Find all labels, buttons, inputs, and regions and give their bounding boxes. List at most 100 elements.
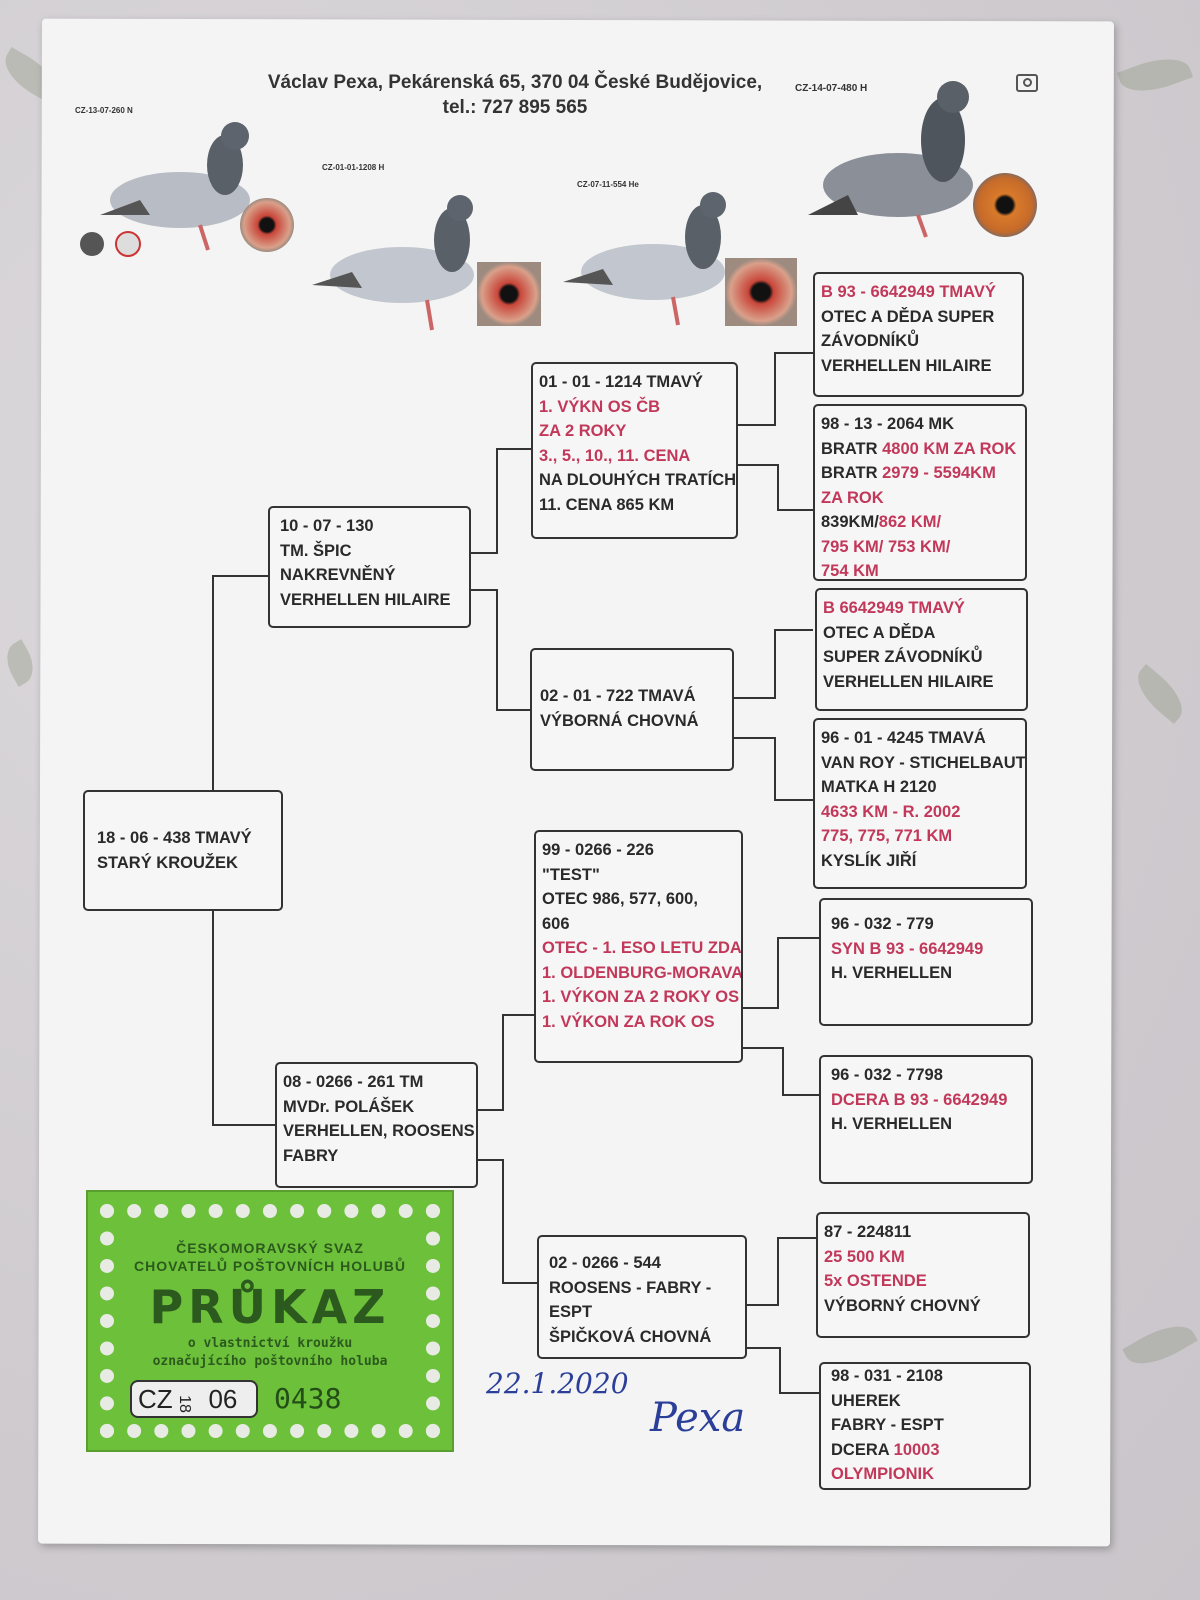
highlight-text: 25 500 KM [824,1247,905,1266]
highlight-text: B 93 - 6642949 TMAVÝ [821,283,996,301]
pedigree-text: VÝBORNÁ CHOVNÁ [540,711,699,730]
pedigree-text: VERHELLEN HILAIRE [823,672,994,691]
pedigree-text: VERHELLEN HILAIRE [821,356,992,375]
ring-club: 06 [208,1384,238,1414]
pedigree-text: ESPT [549,1303,593,1321]
pedigree-text: "TEST" [542,865,600,884]
pedigree-line: 775, 775, 771 KM [821,824,1021,849]
highlight-text: 3., 5., 10., 11. CENA [539,446,691,465]
pedigree-line: 08 - 0266 - 261 TM [283,1070,472,1095]
pedigree-line: KYSLÍK JIŘÍ [821,849,1021,874]
pedigree-box-pigeon: 18 - 06 - 438 TMAVÝ STARÝ KROUŽEK [83,790,283,911]
pedigree-text: NAKREVNĚNÝ [280,566,396,584]
pedigree-text: UHEREK [831,1391,901,1410]
pedigree-text: VERHELLEN, ROOSENS [283,1122,475,1140]
highlight-text: 795 KM/ 753 KM/ [821,537,951,556]
pedigree-line: FABRY - ESPT [831,1413,1025,1438]
pedigree-box-dam-sire: 99 - 0266 - 226"TEST"OTEC 986, 577, 600,… [534,830,743,1063]
pedigree-line: 5x OSTENDE [824,1269,1024,1294]
pedigree-text: 87 - 224811 [824,1223,912,1241]
pedigree-line: ROOSENS - FABRY - [549,1276,741,1301]
pedigree-text: FABRY - ESPT [831,1416,944,1434]
pedigree-line: B 93 - 6642949 TMAVÝ [821,280,1018,305]
highlight-text: 754 KM [821,562,879,580]
highlight-text: ZA 2 ROKY [539,422,627,440]
highlight-text: 1. OLDENBURG-MORAVA [542,963,743,982]
pedigree-text: VAN ROY - STICHELBAUT [821,753,1026,772]
pedigree-line: 25 500 KM [824,1245,1024,1270]
pedigree-line: 11. CENA 865 KM [539,493,732,518]
pedigree-line: OLYMPIONIK [831,1462,1025,1487]
pedigree-text: FABRY [283,1146,339,1165]
pedigree-text: MATKA H 2120 [821,778,937,796]
pedigree-line: MVDr. POLÁŠEK [283,1095,472,1120]
pedigree-text: MVDr. POLÁŠEK [283,1097,415,1116]
card-org-line1: ČESKOMORAVSKÝ SVAZ [176,1240,364,1256]
pedigree-text: NA DLOUHÝCH TRATÍCH [539,471,737,489]
ownership-card: ČESKOMORAVSKÝ SVAZ CHOVATELŮ POŠTOVNÍCH … [86,1190,454,1452]
pedigree-text: 11. CENA 865 KM [539,495,675,514]
pedigree-text: 99 - 0266 - 226 [542,841,654,859]
highlight-text: 4633 KM - R. 2002 [821,802,961,821]
pedigree-line: ESPT [549,1300,741,1325]
pedigree-line: 98 - 13 - 2064 MK [821,412,1021,437]
pedigree-line: 1. VÝKON ZA 2 ROKY OS [542,985,739,1010]
pedigree-line: BRATR 4800 KM ZA ROK [821,437,1021,462]
pedigree-box-dam: 08 - 0266 - 261 TM MVDr. POLÁŠEK VERHELLEN… [275,1062,478,1188]
pedigree-line: 96 - 032 - 779 [831,912,1027,937]
pedigree-text: STARÝ KROUŽEK [97,853,238,872]
pedigree-line: H. VERHELLEN [831,961,1027,986]
handwritten-date: 22.1.2020 [486,1367,629,1400]
pedigree-line: VERHELLEN, ROOSENS [283,1119,475,1144]
pedigree-line: 4633 KM - R. 2002 [821,800,1021,825]
ring-country: CZ [138,1384,173,1414]
pedigree-text: OTEC A DĚDA [823,623,936,642]
pedigree-line: 87 - 224811 [824,1220,1024,1245]
pedigree-line: OTEC A DĚDA SUPER [821,305,1018,330]
pedigree-text: 01 - 01 - 1214 TMAVÝ [539,373,703,391]
photo-ring-1: CZ-13-07-260 N [75,106,133,115]
pedigree-line: H. VERHELLEN [831,1112,1027,1137]
highlight-text: 10003 [893,1440,940,1459]
pedigree-text: VERHELLEN HILAIRE [280,590,451,609]
pigeon-2 [312,195,474,331]
ring-serial: 0438 [274,1382,342,1415]
pedigree-line: NAKREVNĚNÝ [280,563,465,588]
pedigree-text: TM. ŠPIC [280,541,352,560]
pedigree-text: 606 [542,914,570,933]
highlight-text: ZA ROK [821,488,884,507]
pedigree-line: ZA ROK [821,486,1021,511]
pedigree-line: VÝBORNÁ CHOVNÁ [540,709,728,734]
pedigree-text: DCERA [831,1440,894,1459]
pedigree-text: H. VERHELLEN [831,1115,953,1133]
pedigree-text: 98 - 13 - 2064 MK [821,415,954,433]
highlight-text: 2979 - 5594KM [882,464,996,482]
pigeon-1 [100,122,250,251]
breeder-phone: tel.: 727 895 565 [442,97,588,118]
card-border [100,1204,440,1438]
breeder-address: Václav Pexa, Pekárenská 65, 370 04 České… [267,72,763,93]
pedigree-text: 02 - 0266 - 544 [549,1254,661,1272]
pedigree-text: 839KM/ [821,513,879,531]
pedigree-line: FABRY [283,1144,472,1169]
pedigree-line: ŠPIČKOVÁ CHOVNÁ [549,1325,741,1350]
pedigree-line: STARÝ KROUŽEK [97,851,277,876]
highlight-text: OLYMPIONIK [831,1465,934,1483]
pedigree-line: VERHELLEN HILAIRE [280,588,465,613]
pedigree-line: OTEC A DĚDA [823,621,1022,646]
pedigree-line: 98 - 031 - 2108 [831,1364,1025,1389]
pedigree-text: 18 - 06 - 438 TMAVÝ [97,829,252,847]
card-subtitle-line1: o vlastnictví kroužku [187,1336,353,1351]
pedigree-text: 96 - 032 - 7798 [831,1066,943,1084]
